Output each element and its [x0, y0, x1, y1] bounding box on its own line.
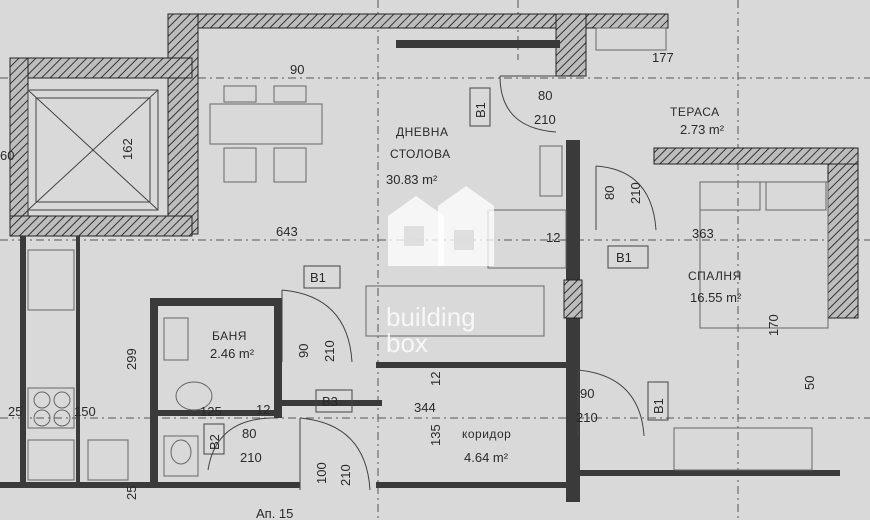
dim-162: 162	[120, 138, 135, 160]
dim-210-cor: 210	[576, 410, 598, 425]
door-tag-b3: B3	[322, 394, 338, 409]
dim-643: 643	[276, 224, 298, 239]
watermark-line-1: building	[386, 302, 476, 332]
door-tag-b2: B2	[207, 434, 222, 450]
living-room-name-1: ДНЕВНА	[396, 125, 448, 139]
dim-12-b: 12	[256, 402, 270, 417]
dim-210-b3: 210	[338, 464, 353, 486]
living-room-area: 30.83 m²	[386, 172, 438, 187]
door-swings	[207, 75, 657, 491]
door-tag-b1-bath: B1	[310, 270, 326, 285]
apartment-label: Ап. 15	[256, 506, 293, 520]
elevator-shaft	[27, 89, 159, 211]
door-tag-b1-top: B1	[473, 102, 488, 118]
dim-12-c: 12	[428, 372, 443, 386]
dim-150: 150	[74, 404, 96, 419]
dim-100: 100	[314, 462, 329, 484]
dim-12-a: 12	[546, 230, 560, 245]
living-room-name-2: СТОЛОВА	[390, 147, 451, 161]
dim-80-b2: 80	[242, 426, 256, 441]
dim-210-bath: 210	[322, 340, 337, 362]
bathroom-area: 2.46 m²	[210, 346, 255, 361]
dim-25-left: 25	[8, 404, 22, 419]
dim-177: 177	[652, 50, 674, 65]
bedroom-area: 16.55 m²	[690, 290, 742, 305]
dimension-labels: 90 643 80 210 177 162 80 210 363 12 90 2…	[0, 50, 817, 500]
dim-50: 50	[802, 376, 817, 390]
dim-363: 363	[692, 226, 714, 241]
door-tag-b1-bedroom: B1	[616, 250, 632, 265]
dim-80-v: 80	[602, 186, 617, 200]
watermark: building box	[386, 186, 494, 358]
terrace-area: 2.73 m²	[680, 122, 725, 137]
dim-210-v: 210	[628, 182, 643, 204]
terrace-name: ТЕРАСА	[670, 105, 720, 119]
dim-90-cor: 90	[580, 386, 594, 401]
dim-170: 170	[766, 314, 781, 336]
dim-125: 125	[200, 404, 222, 419]
door-tags: B1 B1 B1 B1 B3 B2	[203, 87, 669, 455]
walls	[0, 13, 859, 502]
dim-299: 299	[124, 348, 139, 370]
bathroom-name: БАНЯ	[212, 329, 247, 343]
bedroom-name: СПАЛНЯ	[688, 269, 742, 283]
watermark-logo-icon	[388, 186, 494, 266]
dim-80-top: 80	[538, 88, 552, 103]
room-labels: ДНЕВНА СТОЛОВА 30.83 m² СПАЛНЯ 16.55 m² …	[210, 105, 742, 520]
dim-210-b2: 210	[240, 450, 262, 465]
dim-25-bottom: 25	[124, 486, 139, 500]
dim-90-bath: 90	[296, 344, 311, 358]
dim-135: 135	[428, 424, 443, 446]
watermark-line-2: box	[386, 328, 428, 358]
dim-210-top: 210	[534, 112, 556, 127]
corridor-name: коридор	[462, 427, 511, 441]
dim-60: 60	[0, 148, 14, 163]
door-tag-b1-corridor: B1	[651, 398, 666, 414]
dim-90-top: 90	[290, 62, 304, 77]
dim-344: 344	[414, 400, 436, 415]
corridor-area: 4.64 m²	[464, 450, 509, 465]
